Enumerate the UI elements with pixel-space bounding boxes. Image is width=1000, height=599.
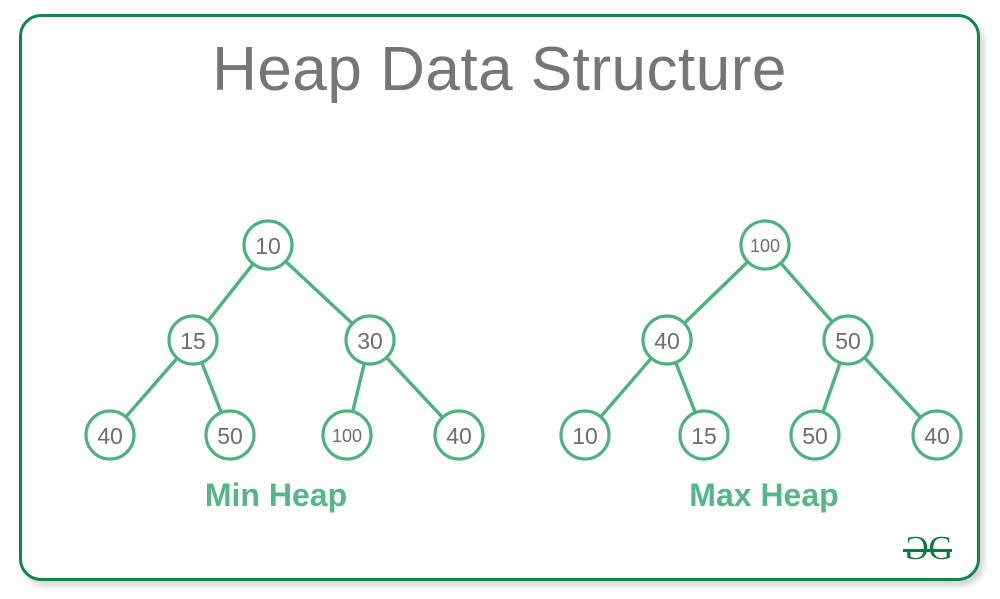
tree-edge (683, 261, 749, 324)
node-value: 50 (835, 328, 861, 354)
tree-node[interactable]: 15 (678, 409, 730, 461)
tree-node[interactable]: 50 (789, 409, 841, 461)
node-circle (678, 409, 730, 461)
node-value: 15 (180, 328, 206, 354)
tree-node[interactable]: 40 (433, 409, 485, 461)
node-value: 50 (802, 423, 828, 449)
logo-strike-bar (902, 549, 952, 552)
min-heap-label: Min Heap (204, 477, 348, 513)
tree-edge (351, 363, 366, 412)
tree-node[interactable]: 40 (641, 314, 693, 366)
tree-node[interactable]: 30 (344, 314, 396, 366)
node-circle (433, 409, 485, 461)
page-title: Heap Data Structure (212, 35, 787, 104)
node-circle (911, 409, 963, 461)
node-value: 15 (691, 423, 717, 449)
geeksforgeeks-logo[interactable]: GG (902, 530, 954, 567)
node-circle (84, 409, 136, 461)
node-value: 40 (97, 423, 123, 449)
tree-edge (125, 357, 178, 418)
tree-node[interactable]: 40 (84, 409, 136, 461)
node-value: 100 (332, 426, 362, 446)
tree-edge (821, 362, 842, 413)
tree-node[interactable]: 100 (739, 219, 791, 271)
node-value: 100 (750, 236, 780, 256)
tree-nodes-layer: 10 15 30 40 50 100 40 100 40 50 10 15 50 40 (84, 219, 963, 461)
tree-edge (200, 362, 223, 413)
node-circle (321, 409, 373, 461)
node-value: 10 (255, 233, 281, 259)
node-circle (822, 314, 874, 366)
node-value: 30 (357, 328, 383, 354)
tree-edge (674, 362, 697, 413)
max-heap-label: Max Heap (689, 477, 839, 513)
node-value: 40 (654, 328, 680, 354)
node-circle (641, 314, 693, 366)
tree-node[interactable]: 10 (559, 409, 611, 461)
tree-node[interactable]: 40 (911, 409, 963, 461)
tree-edge (386, 357, 443, 418)
node-value: 10 (572, 423, 598, 449)
node-value: 40 (446, 423, 472, 449)
node-circle (789, 409, 841, 461)
tree-node[interactable]: 50 (204, 409, 256, 461)
node-value: 40 (924, 423, 950, 449)
tree-edges-layer (125, 261, 921, 418)
diagram-card: Heap Data Structure 10 15 30 40 50 100 40 100 40… (19, 14, 980, 581)
tree-node[interactable]: 100 (321, 409, 373, 461)
tree-edge (600, 357, 652, 418)
heap-trees-svg: 10 15 30 40 50 100 40 100 40 50 10 15 50 40 (84, 219, 963, 461)
tree-edge (864, 357, 921, 418)
tree-node[interactable]: 50 (822, 314, 874, 366)
node-circle (344, 314, 396, 366)
node-circle (739, 219, 791, 271)
tree-node[interactable]: 10 (242, 219, 294, 271)
tree-edge (285, 261, 353, 324)
tree-node[interactable]: 15 (167, 314, 219, 366)
tree-edge (780, 262, 833, 323)
node-value: 50 (217, 423, 243, 449)
node-circle (559, 409, 611, 461)
node-circle (204, 409, 256, 461)
logo-right-glyph: G (928, 530, 953, 567)
node-circle (167, 314, 219, 366)
tree-edge (207, 263, 254, 322)
node-circle (242, 219, 294, 271)
